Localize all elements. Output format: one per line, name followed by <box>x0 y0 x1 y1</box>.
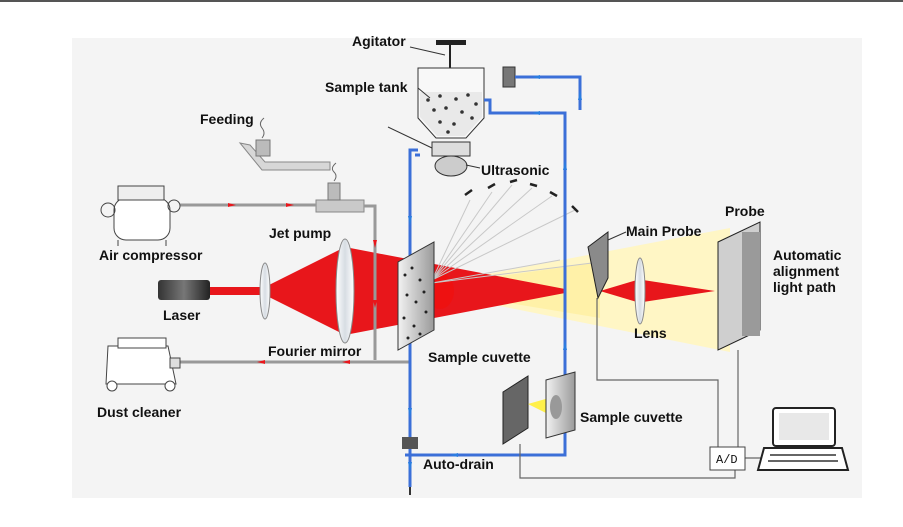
cuvette-particles <box>402 266 428 340</box>
auto-drain-valve <box>402 437 418 449</box>
blue-flow-arrows <box>408 75 582 472</box>
label-sample-cuvette-small: Sample cuvette <box>580 409 683 425</box>
scatter-rays <box>431 184 601 284</box>
computer-icon <box>756 407 850 471</box>
label-lens: Lens <box>634 325 667 341</box>
laser-beam-1 <box>210 287 265 295</box>
signal-wires <box>519 298 770 479</box>
vacuum-cleaner-icon <box>105 337 181 392</box>
label-fourier-mirror: Fourier mirror <box>268 343 362 359</box>
probe-detector <box>717 221 761 351</box>
label-ad-converter: A/D <box>716 453 738 467</box>
label-dust-cleaner: Dust cleaner <box>97 404 182 420</box>
label-feeding: Feeding <box>200 111 254 127</box>
label-jet-pump: Jet pump <box>269 225 332 241</box>
feeding-unit <box>238 117 331 171</box>
sample-cuvette-main <box>397 241 435 351</box>
label-main-probe: Main Probe <box>626 223 702 239</box>
label-auto-drain: Auto-drain <box>423 456 494 472</box>
ad-converter <box>709 446 746 471</box>
label-laser: Laser <box>163 307 201 323</box>
laser-icon <box>158 280 210 300</box>
red-flow-arrows <box>228 203 377 364</box>
main-probe-detector <box>587 231 609 300</box>
air-compressor-icon <box>100 185 181 246</box>
focusing-lens <box>634 257 646 325</box>
laser-beam-expand <box>265 247 345 335</box>
sample-tank <box>417 40 485 177</box>
label-agitator: Agitator <box>352 33 406 49</box>
sample-cuvette-small <box>502 371 576 445</box>
fourier-lens <box>335 238 355 344</box>
top-divider <box>0 0 903 2</box>
laser-beam-after-probe <box>600 280 637 302</box>
jet-line-down <box>364 204 377 360</box>
laser-beam-focus-2 <box>643 280 715 302</box>
laser-beam-focus <box>345 247 565 335</box>
label-probe: Probe <box>725 203 765 219</box>
label-ultrasonic: Ultrasonic <box>481 162 550 178</box>
label-air-compressor: Air compressor <box>99 247 203 263</box>
label-automatic-alignment: Automatic alignment light path <box>773 247 842 295</box>
valve-top <box>502 66 516 88</box>
label-sample-cuvette-main: Sample cuvette <box>428 349 531 365</box>
collimating-lens <box>259 262 271 320</box>
sample-particles <box>426 93 478 134</box>
label-sample-tank: Sample tank <box>325 79 408 95</box>
detector-arc <box>464 178 579 213</box>
